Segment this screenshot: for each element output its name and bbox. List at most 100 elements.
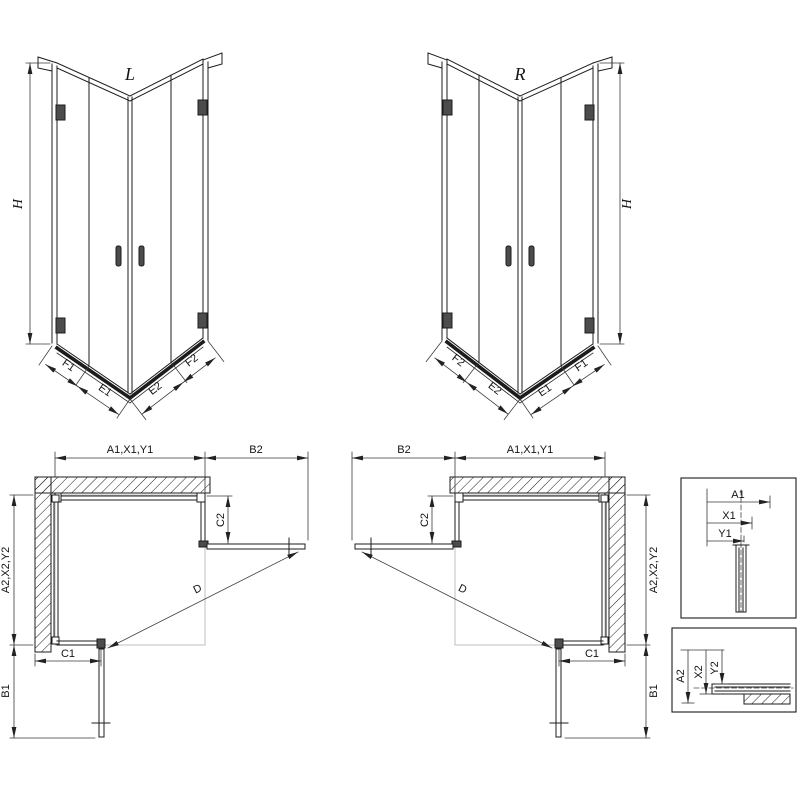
dim-label-c2: C2 — [215, 513, 227, 527]
door-handles — [505, 245, 535, 267]
corner-post — [196, 492, 206, 503]
fixed-panel-right — [600, 494, 609, 645]
dim-label-a1x1y1: A1,X1,Y1 — [107, 444, 153, 456]
open-door-top — [354, 537, 454, 557]
detail-wall-profile: A1 X1 Y1 — [680, 477, 797, 619]
floor-hatch — [743, 693, 791, 705]
wall-right — [608, 476, 626, 653]
dim-x1: X1 — [706, 510, 753, 530]
dim-label-x1: X1 — [722, 510, 735, 522]
right-wall-profile — [592, 56, 613, 345]
hinge-icon — [584, 104, 595, 121]
hinge-icon — [584, 317, 595, 334]
dim-label-c1: C1 — [585, 648, 599, 660]
dim-side-door: B1 — [564, 644, 660, 739]
fixed-panel-left — [51, 494, 60, 645]
dim-a1: A1 — [706, 488, 771, 547]
wall-top — [34, 476, 211, 494]
wall-profile-cap — [600, 494, 609, 503]
dim-y1: Y1 — [706, 528, 745, 544]
corner-edge — [517, 96, 523, 394]
door-leaf — [206, 543, 306, 550]
dim-side-depth: A2,X2,Y2 — [0, 494, 34, 646]
open-door-bottom — [91, 648, 111, 738]
right-glass-panel — [129, 58, 204, 395]
iso-view-left: L — [11, 52, 225, 421]
hinge-icon — [96, 638, 106, 649]
dim-label-height: H — [620, 198, 635, 210]
detail-frame — [671, 627, 797, 713]
dim-label-y1: Y1 — [718, 528, 731, 540]
dim-side-door: B1 — [0, 644, 96, 739]
dim-top-door: B2 — [204, 444, 309, 541]
dim-bottom-return: C1 — [34, 648, 102, 667]
door-handle-icon — [115, 245, 122, 267]
dim-label-y2: Y2 — [709, 661, 721, 674]
dim-label-height: H — [11, 198, 26, 210]
dim-y2: Y2 — [709, 649, 729, 685]
dim-top-width: A1,X1,Y1 — [454, 444, 606, 494]
right-wall-profile — [202, 52, 223, 341]
hinge-icon — [55, 104, 66, 121]
hinges — [442, 99, 595, 334]
door-handle-icon — [505, 245, 512, 267]
door-leaf — [98, 648, 105, 738]
dim-x2: X2 — [693, 649, 713, 695]
dim-label-f1: F1 — [60, 357, 77, 374]
dim-side-depth: A2,X2,Y2 — [626, 494, 660, 646]
return-panel-top — [198, 501, 209, 548]
left-wall-profile — [37, 56, 58, 345]
corner-edge — [127, 96, 133, 394]
dim-bottom-return: C1 — [558, 648, 626, 667]
dim-label-a2: A2 — [675, 669, 687, 682]
return-panel-bottom — [56, 638, 106, 649]
dim-top-width: A1,X1,Y1 — [54, 444, 206, 494]
fixed-panel-top — [454, 492, 606, 503]
dim-bottom-left-edge: F1 E1 — [38, 345, 131, 419]
dim-height-left: H — [11, 62, 51, 345]
fixed-panel-top — [54, 492, 206, 503]
return-panel-bottom — [554, 638, 604, 649]
dim-top-return: C2 — [206, 495, 233, 544]
dim-label-c1: C1 — [61, 648, 75, 660]
door-leaf — [555, 648, 562, 738]
dim-label-d: D — [456, 582, 469, 596]
wall-top — [449, 476, 626, 494]
dim-bottom-right-edge: E1 F1 — [519, 345, 612, 419]
dim-a2: A2 — [675, 649, 725, 704]
view-label-right: R — [514, 64, 526, 84]
open-door-bottom — [549, 648, 569, 738]
view-label-left: L — [124, 64, 135, 84]
dim-bottom-right-edge: E2 F2 — [129, 340, 225, 421]
profile-section — [711, 683, 791, 705]
left-glass-panel — [56, 62, 131, 395]
dim-diagonal: D — [361, 551, 553, 649]
wall-left — [34, 476, 52, 653]
plan-view-left: D A1,X1,Y1 B2 C2 A2,X2,Y2 B1 — [0, 444, 309, 739]
dim-label-b1: B1 — [648, 684, 660, 697]
dim-top-door: B2 — [351, 444, 456, 541]
left-glass-panel — [446, 58, 521, 395]
dim-label-f1: F1 — [573, 357, 590, 374]
door-leaf — [354, 543, 454, 550]
corner-post — [454, 492, 464, 503]
dim-top-return: C2 — [419, 495, 454, 544]
hinge-icon — [554, 638, 564, 649]
door-handle-icon — [528, 245, 535, 267]
dim-height-right: H — [599, 62, 635, 345]
dim-label-a1: A1 — [731, 489, 744, 501]
dim-label-b1: B1 — [0, 684, 12, 697]
hinge-icon — [197, 312, 208, 329]
dim-label-a2x2y2: A2,X2,Y2 — [0, 547, 12, 593]
right-glass-panel — [519, 62, 594, 395]
hinge-icon — [442, 99, 453, 116]
detail-frame — [680, 477, 797, 619]
dim-label-b2: B2 — [397, 444, 410, 456]
detail-floor-profile: A2 X2 Y2 — [671, 627, 797, 713]
dim-bottom-left-edge: F2 E2 — [425, 340, 521, 421]
plan-view-right: D B2 A1,X1,Y1 C2 A2,X2,Y2 B1 — [351, 444, 660, 739]
dim-label-a1x1y1: A1,X1,Y1 — [507, 444, 553, 456]
return-panel-top — [451, 501, 462, 548]
